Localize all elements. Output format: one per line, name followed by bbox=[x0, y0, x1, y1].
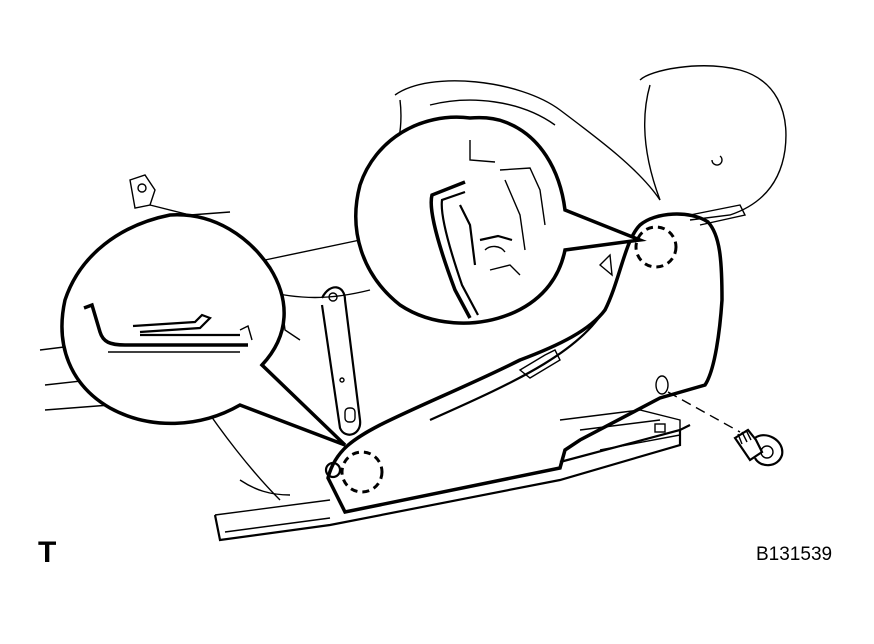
support-link bbox=[320, 286, 362, 436]
callout-magnifier-rear bbox=[354, 115, 647, 325]
clip-location-front bbox=[340, 450, 384, 494]
corner-view-label: T bbox=[38, 536, 57, 569]
screw-assembly bbox=[667, 391, 784, 467]
screw-icon bbox=[733, 428, 784, 467]
callout-magnifier-front bbox=[60, 213, 347, 447]
clip-location-rear bbox=[634, 225, 678, 269]
figure-code: B131539 bbox=[756, 544, 833, 565]
seat-side-cover bbox=[324, 212, 724, 514]
seat-track-rail bbox=[213, 424, 691, 542]
